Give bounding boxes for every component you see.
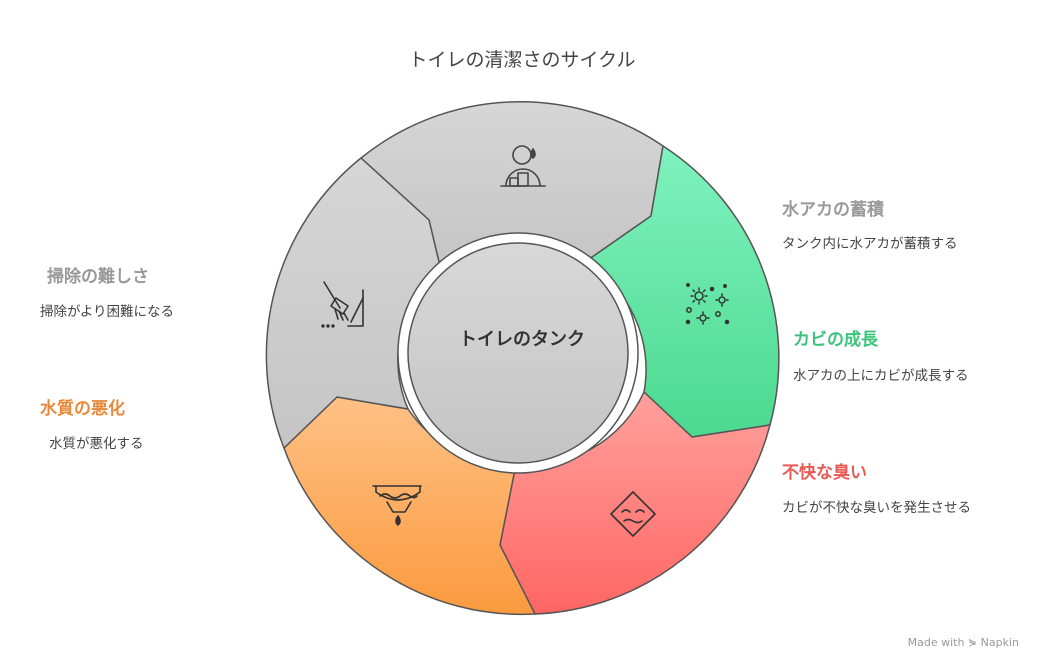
- label-title: 水質の悪化: [40, 398, 125, 419]
- mold-spores-icon: [685, 283, 730, 325]
- water-drip-icon: [372, 485, 422, 526]
- label-title: 水アカの蓄積: [782, 199, 885, 220]
- label-title: 不快な臭い: [782, 462, 867, 483]
- center-label: トイレのタンク: [459, 329, 585, 350]
- label-accumulation: 水アカの蓄積 タンク内に水アカが蓄積する: [782, 199, 958, 252]
- center-hub: トイレのタンク: [397, 232, 639, 474]
- label-water-quality: 水質の悪化 水質が悪化する: [40, 398, 144, 452]
- label-description: 掃除がより困難になる: [40, 303, 174, 320]
- label-description: 水質が悪化する: [49, 436, 144, 452]
- smell-warning-icon: [610, 491, 656, 537]
- label-cleaning: 掃除の難しさ 掃除がより困難になる: [40, 266, 174, 320]
- broom-icon: [321, 281, 364, 328]
- person-water-drop-icon: [500, 145, 546, 187]
- label-description: カビが不快な臭いを発生させる: [782, 500, 971, 516]
- segment-odor: [499, 391, 771, 615]
- label-description: 水アカの上にカビが成長する: [793, 368, 969, 384]
- napkin-watermark: Made with ⋟ Napkin: [908, 636, 1019, 649]
- label-description: タンク内に水アカが蓄積する: [782, 236, 958, 252]
- label-mold: カビの成長 水アカの上にカビが成長する: [793, 329, 969, 384]
- diagram-title: トイレの清潔さのサイクル: [408, 49, 635, 71]
- label-title: 掃除の難しさ: [47, 266, 149, 287]
- label-odor: 不快な臭い カビが不快な臭いを発生させる: [782, 462, 971, 516]
- label-title: カビの成長: [793, 329, 879, 350]
